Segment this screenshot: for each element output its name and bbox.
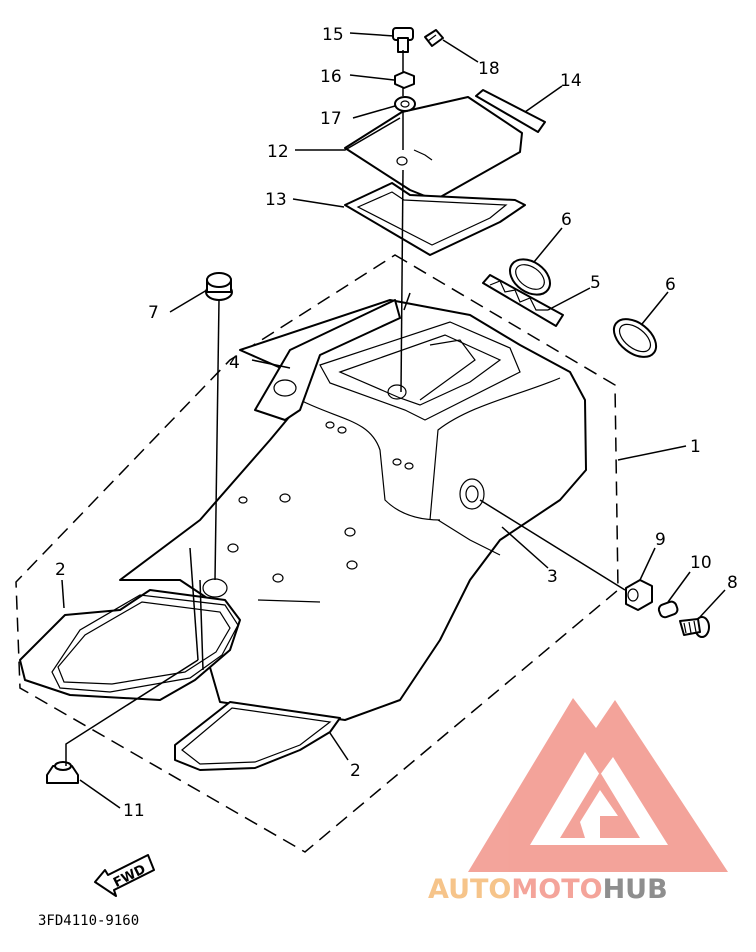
callout-8: 8: [727, 573, 738, 593]
callout-16: 16: [320, 67, 342, 87]
callout-10: 10: [690, 553, 712, 573]
ring-6a: [509, 258, 551, 296]
logo-g-mark: [560, 772, 640, 838]
callout-17: 17: [320, 109, 342, 129]
collar-10: [657, 600, 679, 619]
washer-17: [394, 96, 416, 112]
nut-16: [394, 71, 415, 89]
side-plate: [254, 299, 401, 421]
callout-2b: 2: [350, 761, 361, 781]
bushing-9: [625, 579, 653, 611]
callout-1: 1: [690, 437, 701, 457]
ring-6b: [612, 318, 658, 358]
callout-13: 13: [265, 190, 287, 210]
damper-11: [46, 761, 79, 784]
callout-5: 5: [590, 273, 601, 293]
callout-12: 12: [267, 142, 289, 162]
fwd-arrow: FWD: [94, 854, 155, 897]
gasket-frame: [344, 182, 526, 256]
leader-lines: [61, 32, 726, 809]
callout-9: 9: [655, 530, 666, 550]
callout-14: 14: [560, 71, 582, 91]
callout-3: 3: [547, 567, 558, 587]
diagram-code: 3FD4110-9160: [38, 913, 139, 929]
callout-7: 7: [148, 303, 159, 323]
watermark-logo: [468, 698, 728, 872]
callout-labels: 15 18 16 14 17 12 13 6 5 6 7 4 1 2 9 10 …: [55, 25, 738, 821]
seat-gasket-upper: [19, 589, 241, 701]
watermark-moto: MOTO: [511, 874, 602, 905]
callout-15: 15: [322, 25, 344, 45]
callout-2a: 2: [55, 560, 66, 580]
assembly-outline: [15, 254, 619, 853]
watermark-text: AUTOMOTOHUB: [428, 874, 668, 905]
grommet-7: [205, 272, 233, 301]
callout-4: 4: [229, 353, 240, 373]
callout-11: 11: [123, 801, 145, 821]
callout-6b: 6: [665, 275, 676, 295]
logo-triangle-inner: [530, 752, 668, 845]
callout-6a: 6: [561, 210, 572, 230]
seal-strip: [475, 89, 546, 133]
seat-gasket-lower: [174, 701, 341, 771]
callout-18: 18: [478, 59, 500, 79]
watermark-hub: HUB: [603, 874, 668, 905]
emblem-5: [482, 274, 564, 327]
watermark-auto: AUTO: [428, 874, 511, 905]
clip-18: [424, 29, 444, 47]
bolt-8: [679, 616, 710, 638]
screw-15: [392, 27, 414, 53]
